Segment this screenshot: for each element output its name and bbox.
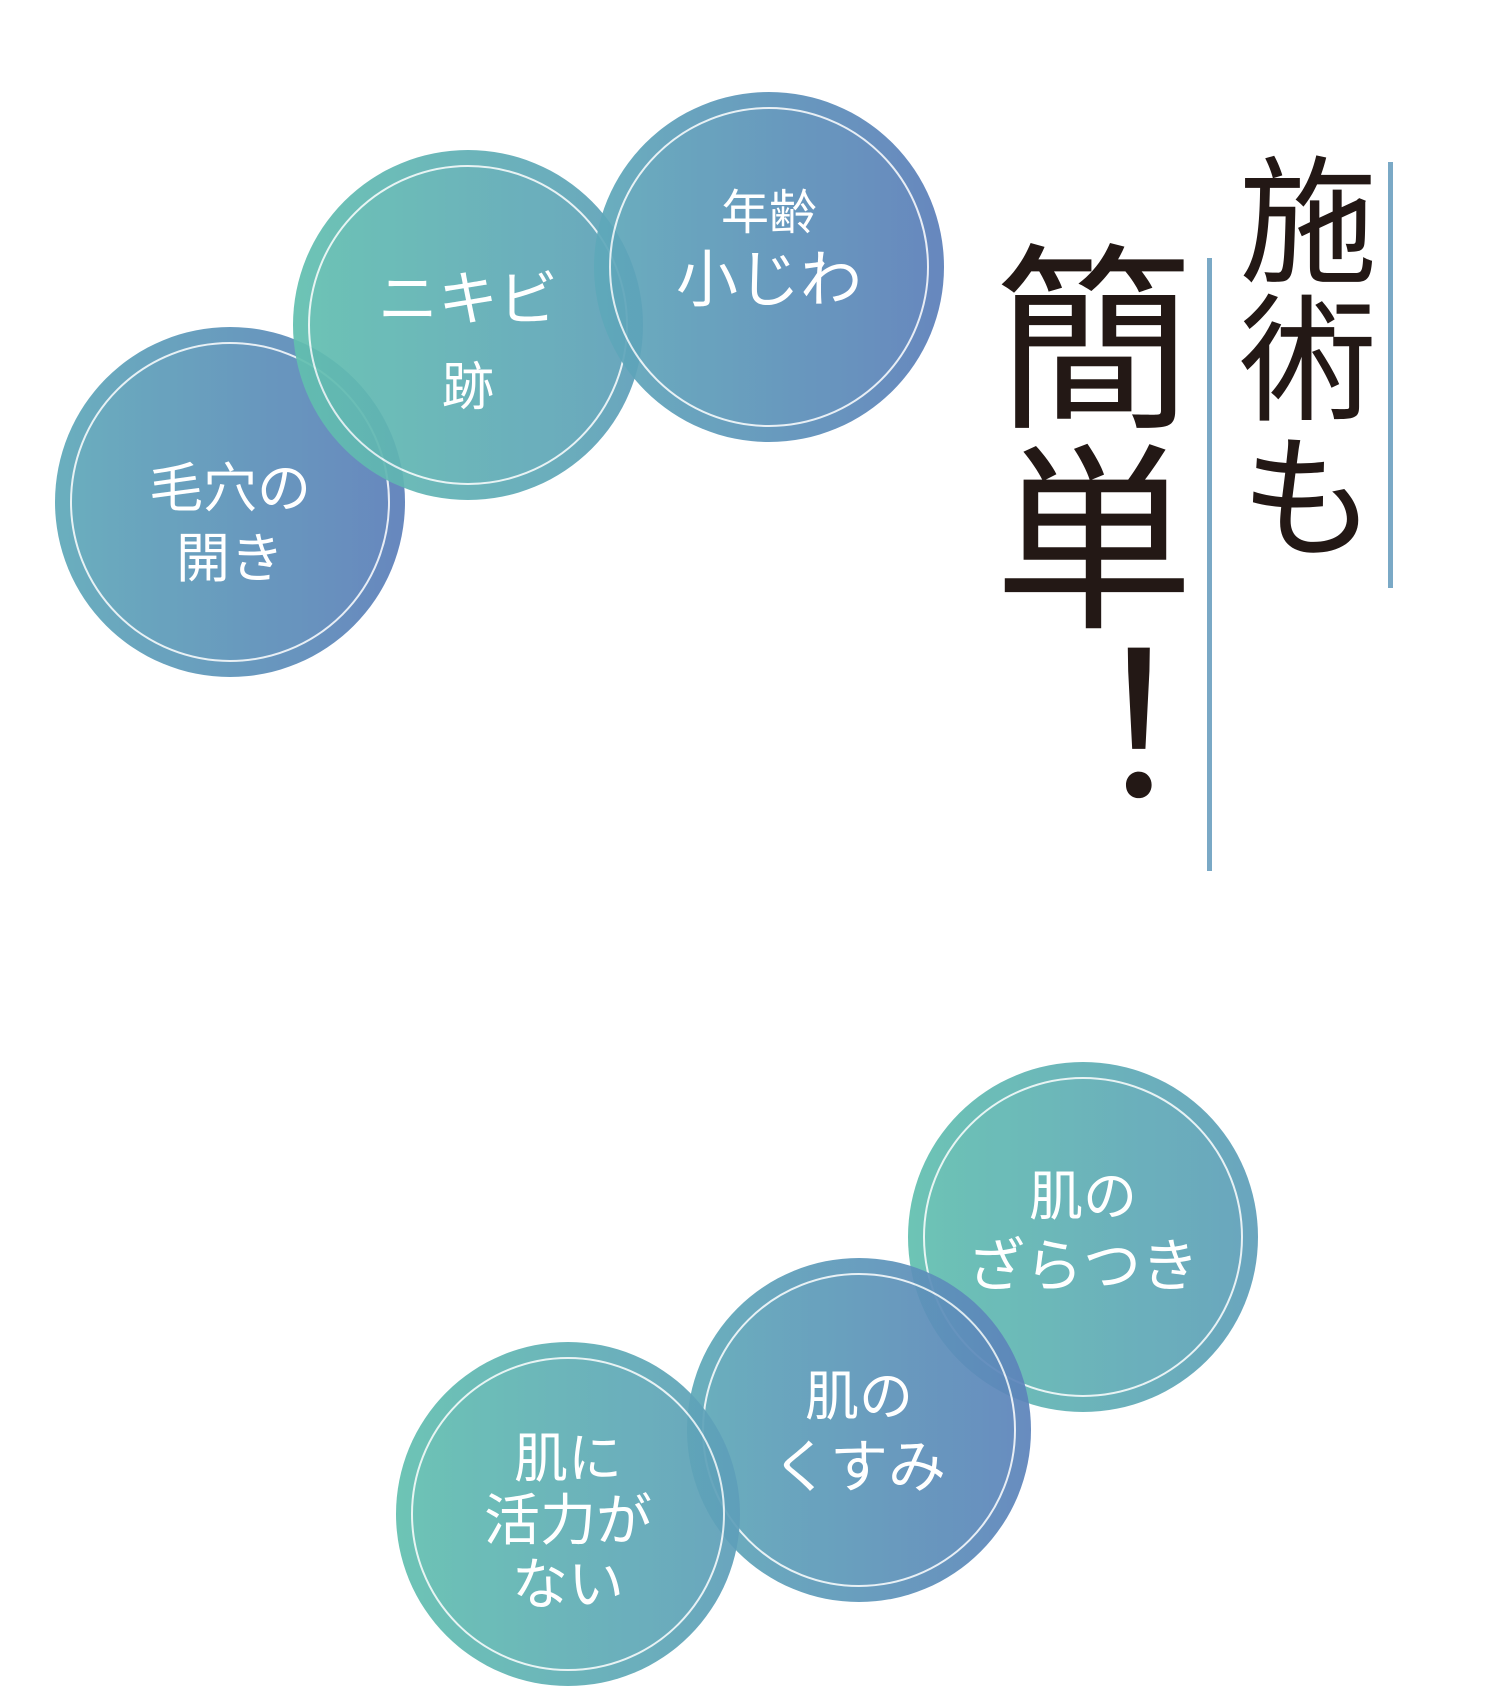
headline-line2: 簡単！: [959, 236, 1192, 836]
bubble-wrinkles-line2: 小じわ: [675, 243, 862, 316]
headline-line-left: [1207, 258, 1212, 871]
bubble-dullness-line2: くすみ: [771, 1433, 946, 1501]
bubble-dullness: 肌の くすみ: [687, 1258, 1031, 1602]
bubble-acne-scars: ニキビ 跡: [293, 150, 643, 500]
bubble-pores-line1: 毛穴の: [149, 457, 311, 520]
bubble-roughness-line2: ざらつき: [966, 1232, 1199, 1300]
bubble-no-vitality-line2: 活力が: [484, 1489, 652, 1554]
bubble-no-vitality-line1: 肌に: [514, 1427, 622, 1490]
bubble-no-vitality-line3: ない: [512, 1553, 624, 1618]
bubble-acne-scars-line1: ニキビ: [378, 265, 558, 335]
headline-line1: 施術も: [1215, 150, 1376, 564]
bubble-roughness-line1: 肌の: [1029, 1165, 1137, 1228]
bubble-pores-line2: 開き: [176, 527, 284, 590]
headline-line-right: [1388, 162, 1393, 588]
bubble-no-vitality: 肌に 活力が ない: [396, 1342, 740, 1686]
bubble-dullness-line1: 肌の: [805, 1365, 913, 1428]
bubble-wrinkles-line1: 年齢: [720, 185, 817, 241]
bubble-acne-scars-line2: 跡: [441, 358, 494, 418]
bubble-wrinkles: 年齢 小じわ: [594, 92, 944, 442]
